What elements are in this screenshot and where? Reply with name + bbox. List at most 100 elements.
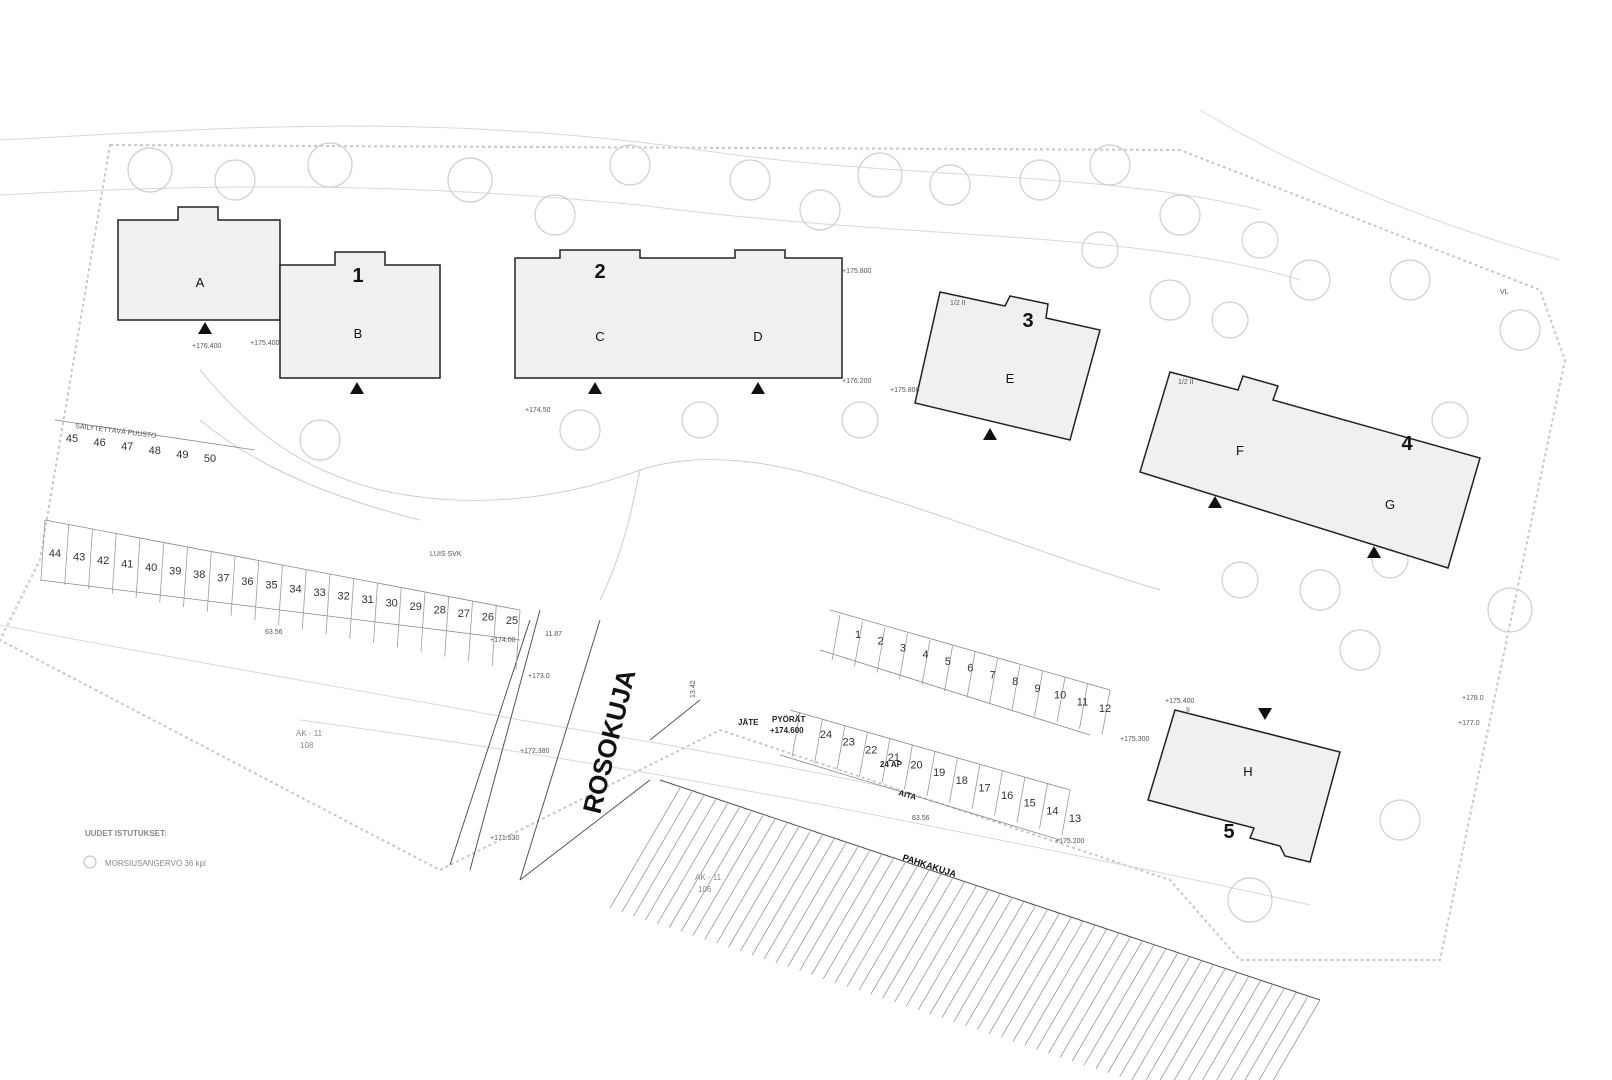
internal-drive [199, 369, 1161, 601]
parking-divider [254, 560, 260, 621]
legend-item: MORSIUSANGERVO 36 kpl [105, 859, 206, 868]
elevation-label: +172.380 [520, 748, 549, 755]
hatch-line [846, 866, 918, 987]
hatch-line [941, 897, 1013, 1019]
tree-icon [1019, 159, 1061, 201]
elevation-label: +176.200 [842, 378, 871, 385]
section-h: H [1243, 764, 1252, 779]
parking-space-number: 38 [193, 569, 205, 581]
hatch-line [704, 819, 776, 940]
elevation-labels: +176.400 +175.400 +174.50 +175.800 +176.… [192, 268, 1484, 845]
parking-space-number: 12 [1099, 703, 1111, 715]
parking-space-number: 22 [865, 744, 877, 756]
elevation-label: +174.50 [525, 407, 551, 414]
hatch-line [1131, 960, 1202, 1080]
section-f: F [1236, 443, 1244, 458]
elevation-label: +175.200 [1055, 838, 1084, 845]
parking-divider [1016, 776, 1026, 823]
section-g: G [1385, 497, 1395, 512]
hatch-line [1119, 956, 1190, 1078]
label-ak-south: AK - 11 [695, 873, 722, 882]
building-number-1: 1 [352, 265, 363, 287]
hatch-line [1024, 925, 1096, 1046]
elevation-label: +176.400 [192, 343, 221, 350]
parking-divider [230, 555, 236, 617]
parking-divider [836, 724, 846, 771]
tree-icon [214, 159, 256, 201]
hatch-line [929, 893, 1001, 1015]
hatch-line [1188, 976, 1250, 1080]
parking-divider [444, 596, 450, 657]
hatch-line [633, 795, 705, 917]
tree-icon [534, 194, 576, 236]
building-1 [117, 206, 441, 379]
hatch-line [1230, 988, 1285, 1080]
parking-divider [206, 551, 212, 612]
parking-space-number: 37 [217, 573, 229, 585]
elevation-label: +171.530 [490, 835, 519, 842]
floor-mark-b4: 1/2 II [1178, 379, 1194, 386]
building-2 [514, 249, 843, 379]
parking-space-number: 39 [169, 566, 181, 578]
parking-space-number: 33 [313, 587, 325, 599]
elevation-label: +175.300 [1120, 736, 1149, 743]
elevation-label: +175.800 [890, 387, 919, 394]
tree-icon [1289, 259, 1331, 301]
parking-space-number: 1 [855, 629, 861, 641]
parking-space-number: 11 [1077, 696, 1088, 708]
parking-divider [854, 621, 863, 667]
parking-divider [994, 770, 1003, 816]
hatch-line [1107, 952, 1179, 1074]
parking-space-number: 2 [877, 636, 883, 648]
parking-divider [515, 609, 521, 671]
parking-divider [921, 639, 931, 686]
label-ak-south-num: 106 [698, 885, 712, 894]
hatch-line [965, 905, 1036, 1026]
parking-space-number: 43 [73, 552, 85, 564]
tree-icon [1389, 259, 1431, 301]
tree-icon [929, 164, 971, 206]
parking-space-number: 50 [204, 453, 216, 465]
parking-space-number: 8 [1012, 676, 1018, 688]
parking-space-number: 41 [121, 559, 133, 571]
parking-space-number: 28 [434, 604, 446, 616]
hatch-line [1272, 999, 1321, 1080]
shrub-icon [83, 855, 97, 869]
label-24ap: 24 AP [880, 760, 903, 769]
parking-space-number: 48 [149, 445, 161, 457]
hatch-line [716, 823, 788, 944]
legend: UUDET ISTUTUKSET: MORSIUSANGERVO 36 kpl [83, 829, 206, 869]
parking-divider [135, 537, 141, 599]
parking-divider [1101, 689, 1111, 736]
parking-divider [791, 711, 801, 758]
hatch-line [1083, 944, 1155, 1066]
hatch-line [894, 882, 965, 1003]
label-saily: SÄILYTETTÄVÄ PUUSTO [75, 422, 158, 440]
elevation-label: +175.400 [250, 340, 279, 347]
hatch-line [905, 885, 977, 1007]
dim-d2: 63.56 [265, 629, 283, 636]
parking-space-number: 16 [1001, 790, 1013, 802]
hatch-line [775, 842, 847, 964]
tree-icon [127, 147, 173, 193]
parking-space-number: 5 [945, 656, 951, 668]
tree-icon [1081, 231, 1119, 269]
parking-space-number: 23 [842, 737, 854, 749]
tree-icon [299, 419, 341, 461]
road-pahkakuja [519, 699, 1321, 1001]
hatch-line [763, 838, 835, 960]
parking-space-number: 7 [990, 669, 996, 681]
hatch-line [822, 858, 894, 979]
legend-title: UUDET ISTUTUKSET: [85, 829, 167, 838]
parking-divider [904, 744, 913, 790]
hatch-line [1258, 995, 1309, 1080]
dim-d3: 13.42 [690, 680, 697, 698]
parking-divider [373, 582, 378, 644]
label-vl: VL [1500, 289, 1509, 296]
floor-mark-b3: 1/2 II [950, 300, 966, 307]
hatch-line [1159, 968, 1226, 1080]
parking-space-number: 19 [933, 767, 945, 779]
hatch-line [751, 834, 823, 956]
parking-space-number: 29 [410, 601, 422, 613]
